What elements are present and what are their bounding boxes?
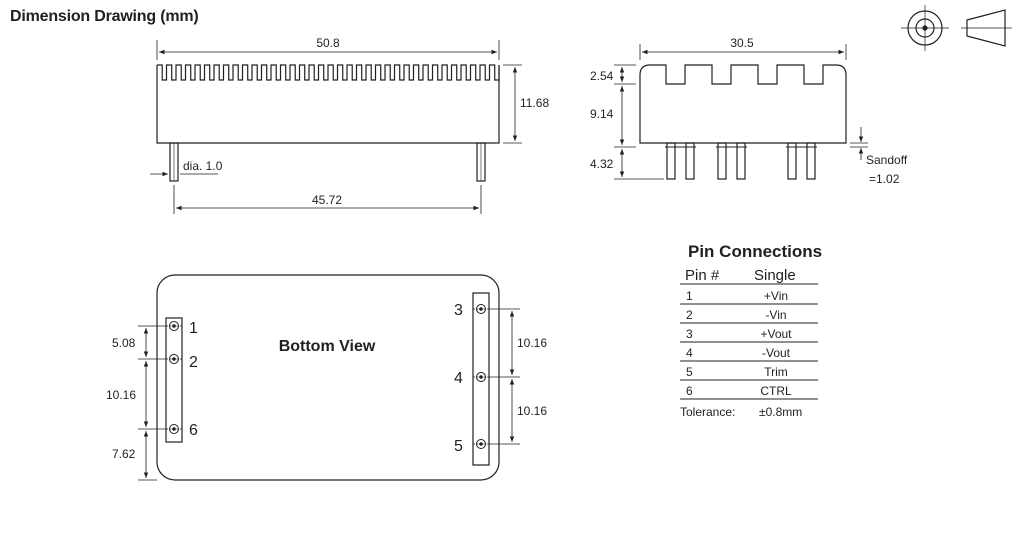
pin-table-rows: 1 +Vin 2 -Vin 3 +Vout 4 -Vout 5 Trim 6 CTRL bbox=[680, 283, 818, 400]
tolerance-label: Tolerance: bbox=[680, 405, 735, 419]
pin-label-1: 1 bbox=[189, 320, 198, 337]
projection-symbol bbox=[901, 5, 1012, 51]
projection-circles-icon bbox=[901, 5, 949, 51]
pin-label-4: 4 bbox=[454, 370, 463, 387]
right-dim-1: 10.16 bbox=[517, 336, 547, 350]
side-body-outline bbox=[639, 64, 847, 144]
dim-height-label: 11.68 bbox=[520, 96, 549, 110]
pin-label-6: 6 bbox=[189, 422, 198, 439]
pin-table-title: Pin Connections bbox=[688, 242, 822, 261]
pin-2 bbox=[166, 354, 182, 364]
table-cell-func: -Vin bbox=[765, 308, 786, 322]
pin-3 bbox=[473, 304, 489, 314]
dim-width-label: 30.5 bbox=[730, 36, 754, 50]
front-heatsink-outline bbox=[156, 65, 500, 144]
pin-6 bbox=[166, 424, 182, 434]
table-cell-pin: 1 bbox=[686, 289, 693, 303]
dim-pin-spacing-label: 45.72 bbox=[312, 193, 342, 207]
dim-body-label: 9.14 bbox=[590, 107, 614, 121]
table-cell-pin: 3 bbox=[686, 327, 693, 341]
dim-length-label: 50.8 bbox=[316, 36, 340, 50]
table-cell-pin: 2 bbox=[686, 308, 693, 322]
heatsink-fins bbox=[157, 64, 500, 81]
pin-table-header-pin: Pin # bbox=[685, 267, 720, 284]
table-cell-func: Trim bbox=[764, 365, 788, 379]
drawing-title: Dimension Drawing (mm) bbox=[10, 8, 199, 25]
pin-5 bbox=[473, 439, 489, 449]
dim-top-label: 2.54 bbox=[590, 69, 614, 83]
pin-1 bbox=[166, 321, 182, 331]
left-dim-1: 5.08 bbox=[112, 336, 136, 350]
tolerance-value: ±0.8mm bbox=[759, 405, 802, 419]
table-cell-func: +Vout bbox=[760, 327, 792, 341]
table-cell-pin: 4 bbox=[686, 346, 693, 360]
pin-4 bbox=[473, 372, 489, 382]
table-cell-pin: 6 bbox=[686, 384, 693, 398]
left-dim-2: 10.16 bbox=[106, 388, 136, 402]
pin-label-5: 5 bbox=[454, 438, 463, 455]
standoff-label-2: =1.02 bbox=[869, 172, 900, 186]
table-cell-pin: 5 bbox=[686, 365, 693, 379]
left-pin-strip bbox=[165, 317, 183, 443]
table-cell-func: +Vin bbox=[764, 289, 788, 303]
left-dim-3: 7.62 bbox=[112, 447, 136, 461]
table-cell-func: -Vout bbox=[762, 346, 791, 360]
projection-cone-icon bbox=[961, 9, 1012, 47]
pin-table-header-single: Single bbox=[754, 267, 796, 284]
dim-pins-label: 4.32 bbox=[590, 157, 614, 171]
bottom-view bbox=[138, 274, 520, 481]
side-view bbox=[614, 44, 868, 180]
bottom-outline bbox=[156, 274, 500, 481]
pin-label-2: 2 bbox=[189, 354, 198, 371]
front-view bbox=[150, 40, 522, 214]
bottom-pins bbox=[166, 304, 489, 449]
right-dim-2: 10.16 bbox=[517, 404, 547, 418]
dim-pin-dia-label: dia. 1.0 bbox=[183, 159, 223, 173]
table-cell-func: CTRL bbox=[760, 384, 792, 398]
bottom-view-label: Bottom View bbox=[279, 338, 376, 355]
standoff-label-1: Sandoff bbox=[866, 153, 908, 167]
right-pin-strip bbox=[472, 292, 490, 466]
pin-label-3: 3 bbox=[454, 302, 463, 319]
